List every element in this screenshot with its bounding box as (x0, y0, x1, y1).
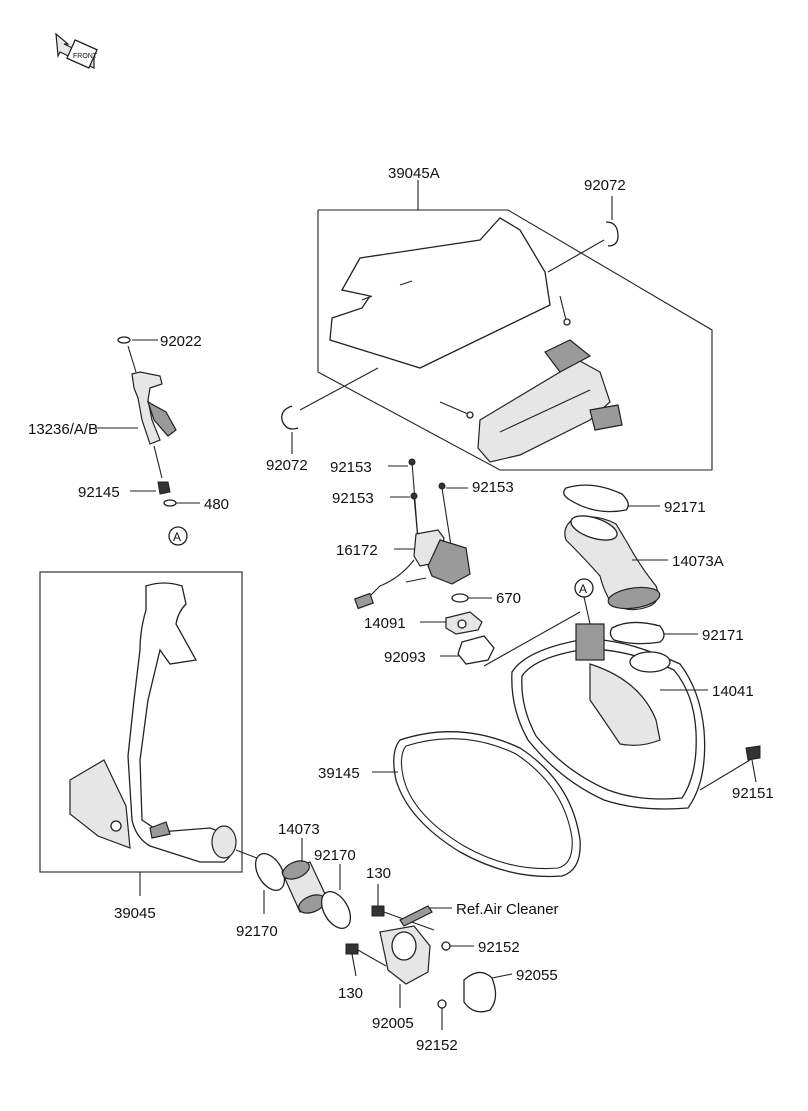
label-39045: 39045 (114, 905, 156, 922)
clip-92072-top (605, 196, 619, 247)
label-92093: 92093 (384, 649, 426, 666)
label-a-right: A (579, 582, 587, 596)
label-14091: 14091 (364, 615, 406, 632)
label-92145: 92145 (78, 484, 120, 501)
label-92171-mid: 92171 (702, 627, 744, 644)
boot-clamp-group (235, 838, 513, 1030)
label-92153-a: 92153 (330, 459, 372, 476)
label-92171-top: 92171 (664, 499, 706, 516)
label-480: 480 (204, 496, 229, 513)
label-14073: 14073 (278, 821, 320, 838)
duct-14073A (563, 484, 698, 645)
belt-39145 (372, 731, 581, 878)
label-92170-left: 92170 (236, 923, 278, 940)
label-130-top: 130 (366, 865, 391, 882)
label-a-left: A (173, 530, 181, 544)
label-92153-c: 92153 (472, 479, 514, 496)
assembly-39045A (299, 180, 713, 471)
label-670: 670 (496, 590, 521, 607)
clip-92072-left (281, 405, 299, 454)
assembly-39045 (39, 571, 243, 896)
label-92055: 92055 (516, 967, 558, 984)
label-92072-left: 92072 (266, 457, 308, 474)
label-14073A: 14073A (672, 553, 724, 570)
label-130-bottom: 130 (338, 985, 363, 1002)
label-92151: 92151 (732, 785, 774, 802)
label-92152-top: 92152 (478, 939, 520, 956)
label-ref-air-cleaner: Ref.Air Cleaner (456, 901, 559, 918)
front-direction-arrow-icon: FRONT (55, 32, 98, 69)
front-logo-text: FRONT (73, 53, 98, 60)
label-14041: 14041 (712, 683, 754, 700)
reference-circle-a-left (168, 526, 188, 546)
label-39145: 39145 (318, 765, 360, 782)
label-92170-right: 92170 (314, 847, 356, 864)
label-92022: 92022 (160, 333, 202, 350)
label-92153-b: 92153 (332, 490, 374, 507)
lever-13236 (96, 336, 200, 507)
actuator-16172 (354, 458, 471, 610)
label-13236: 13236/A/B (28, 421, 98, 438)
seal-group (420, 593, 581, 667)
label-16172: 16172 (336, 542, 378, 559)
label-92152-bottom: 92152 (416, 1037, 458, 1054)
label-92005: 92005 (372, 1015, 414, 1032)
label-92072-top: 92072 (584, 177, 626, 194)
label-39045A: 39045A (388, 165, 440, 182)
cover-14041 (511, 623, 761, 810)
